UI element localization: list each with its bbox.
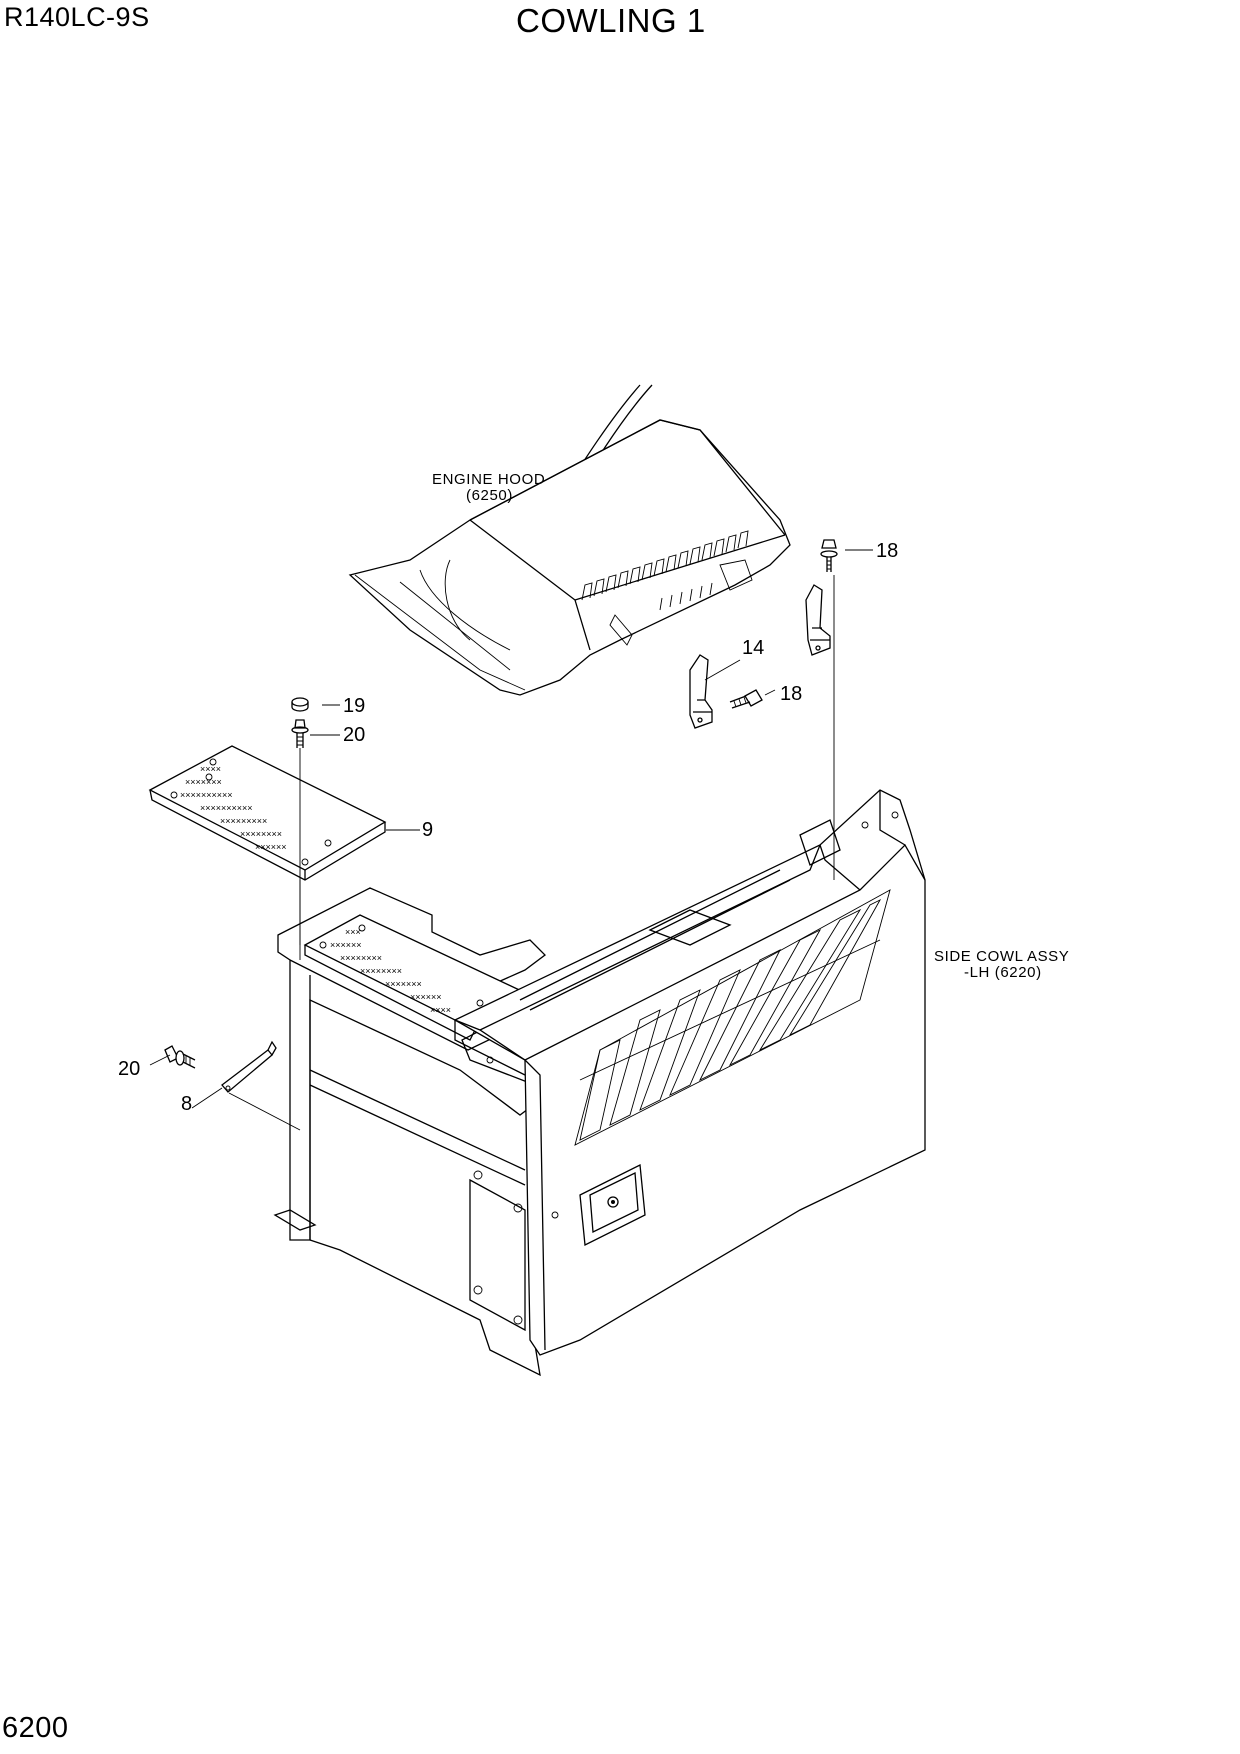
engine-hood (348, 384, 791, 696)
bolt-20-left (164, 1045, 196, 1069)
cowl-lock (579, 1163, 646, 1247)
washer-20-top (291, 719, 309, 748)
callout-14: 14 (742, 637, 764, 659)
svg-text:××××××××××: ×××××××××× (200, 803, 253, 813)
bolt-18-top (820, 539, 838, 572)
engine-hood-ref: (6250) (466, 487, 513, 504)
side-cowl-assy (453, 789, 926, 1356)
svg-text:××××××: ×××××× (410, 992, 442, 1002)
step-plate-pattern: ××× ×××××× ×××××××× ×××××××× ××××××× ×××… (330, 927, 451, 1015)
svg-text:×××××××××: ××××××××× (220, 816, 267, 826)
floor-plate-9: ×××× ××××××× ×××××××××× ×××××××××× ×××××… (148, 745, 387, 881)
svg-text:××××××××: ×××××××× (360, 966, 402, 976)
engine-hood-label: ENGINE HOOD (432, 471, 545, 488)
svg-text:××××××: ×××××× (255, 842, 287, 852)
callout-8: 8 (181, 1093, 192, 1115)
page-title: COWLING 1 (516, 2, 706, 39)
side-cowl-label: SIDE COWL ASSY (934, 948, 1069, 965)
callout-9: 9 (422, 819, 433, 841)
callout-20-left: 20 (118, 1058, 140, 1080)
plate-9-pattern: ×××× ××××××× ×××××××××× ×××××××××× ×××××… (180, 764, 287, 852)
svg-text:××××××××××: ×××××××××× (180, 790, 233, 800)
hood-latch-right (805, 584, 831, 656)
svg-text:××××: ×××× (200, 764, 221, 774)
cowl-vent-grille (574, 889, 891, 1146)
callout-18-mid: 18 (780, 683, 802, 705)
step-plate-on-cowl: ××× ×××××× ×××××××× ×××××××× ××××××× ×××… (303, 914, 532, 1041)
page-number: 6200 (2, 1712, 69, 1744)
svg-text:××××××××: ×××××××× (240, 829, 282, 839)
screw-19 (291, 697, 309, 712)
callout-18-top: 18 (876, 540, 898, 562)
svg-text:××××××××: ×××××××× (340, 953, 382, 963)
svg-text:×××××××: ××××××× (385, 979, 422, 989)
hood-latch-left (689, 654, 713, 729)
svg-text:××××××: ×××××× (330, 940, 362, 950)
callout-19: 19 (343, 695, 365, 717)
bracket-8 (221, 1040, 277, 1093)
bolt-18-mid (729, 689, 763, 709)
side-cowl-ref: -LH (6220) (964, 964, 1042, 981)
callout-20-top: 20 (343, 724, 365, 746)
svg-text:×××: ××× (345, 927, 361, 937)
svg-text:×××××××: ××××××× (185, 777, 222, 787)
model-label: R140LC-9S (4, 2, 150, 32)
svg-text:××××: ×××× (430, 1005, 451, 1015)
leader-lines (149, 549, 873, 1131)
